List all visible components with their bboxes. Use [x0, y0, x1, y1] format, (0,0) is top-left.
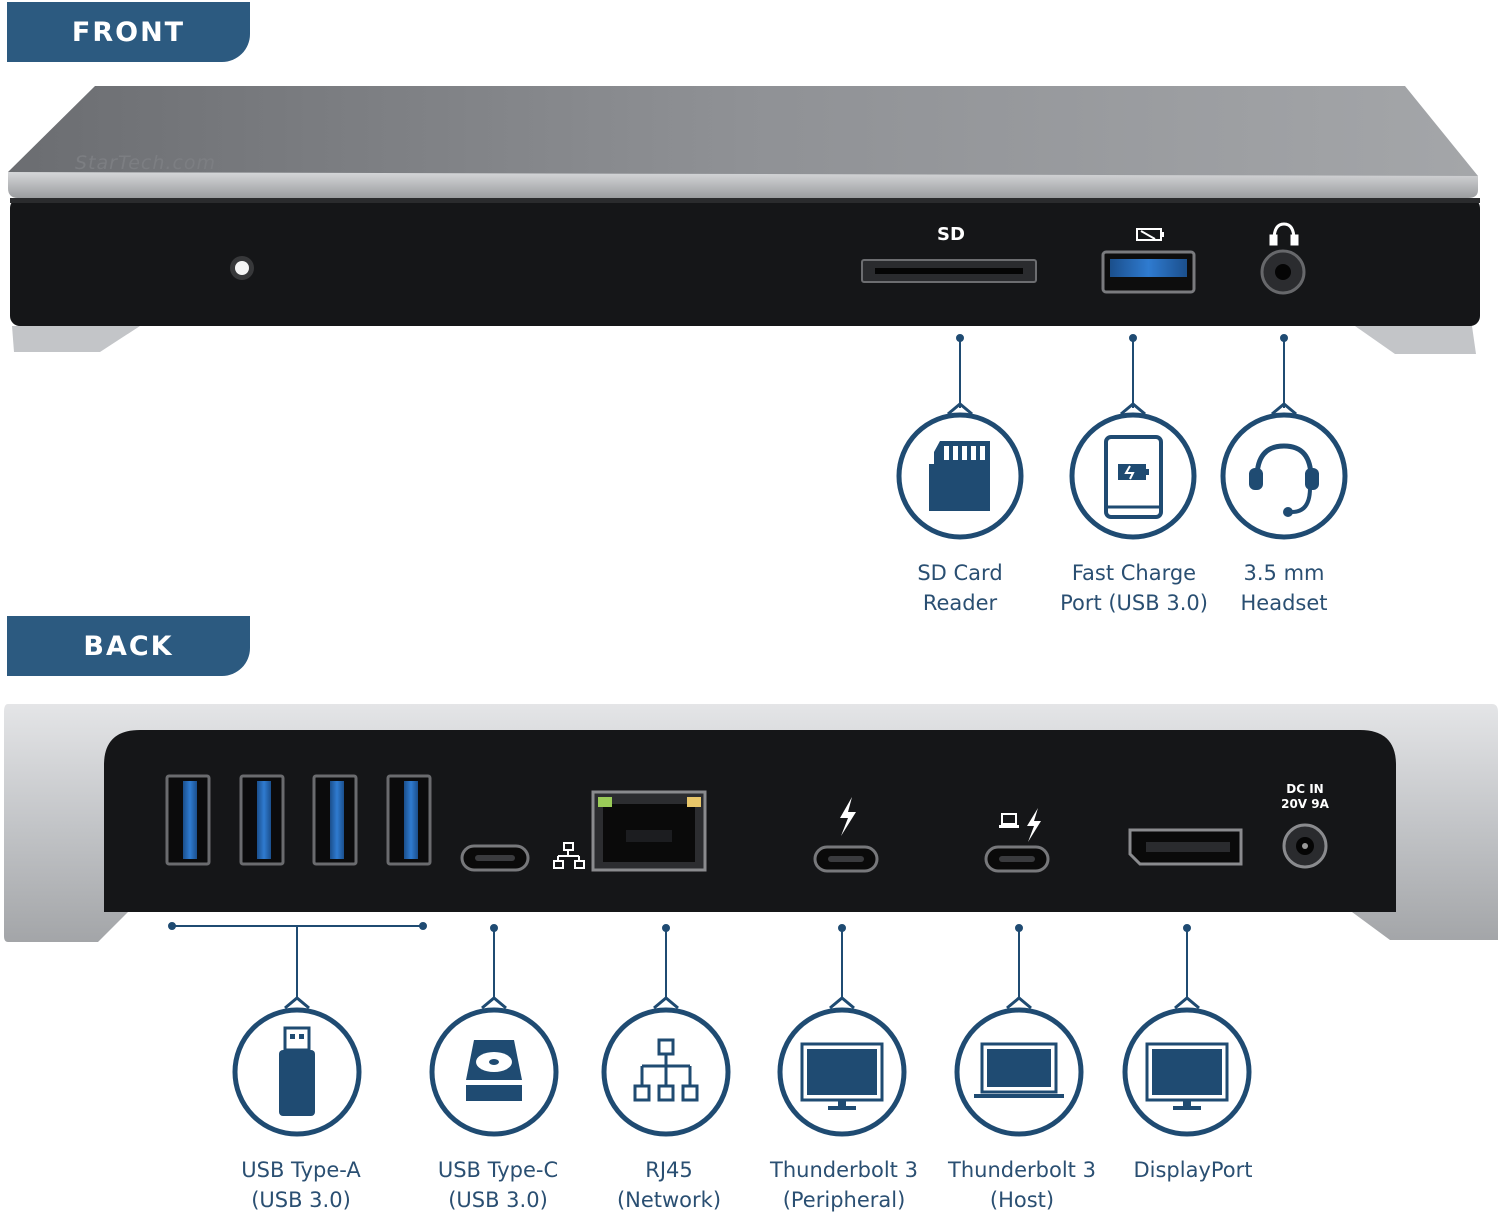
displayport-feature — [1122, 996, 1252, 1137]
monitor-icon — [800, 1042, 884, 1110]
caption-line2: Port (USB 3.0) — [1060, 591, 1208, 615]
front-foot-right — [1355, 326, 1476, 354]
usb-a-port — [239, 774, 285, 866]
back-section-label: BACK — [83, 630, 174, 662]
sd-card-feature — [896, 402, 1024, 540]
network-icon — [633, 1038, 699, 1102]
dc-in-line1: DC IN — [1286, 782, 1324, 796]
front-body — [10, 198, 1480, 326]
back-caption-usb-a: USB Type-A (USB 3.0) — [201, 1155, 401, 1215]
front-leader-lines — [956, 334, 1288, 408]
back-caption-thunderbolt-peripheral: Thunderbolt 3 (Peripheral) — [744, 1155, 944, 1215]
power-led — [235, 261, 249, 275]
caption-line2: Headset — [1240, 591, 1328, 615]
dc-in-line2: 20V 9A — [1281, 797, 1329, 811]
hard-drive-icon — [466, 1040, 522, 1101]
front-caption-sd-card: SD Card Reader — [860, 558, 1060, 618]
usb-c-port — [460, 844, 530, 872]
fast-charge-icon — [1104, 435, 1163, 519]
front-silver-edge — [8, 172, 1478, 198]
sd-card-icon — [929, 441, 990, 511]
caption-line1: DisplayPort — [1133, 1158, 1253, 1182]
front-section-tab: FRONT — [7, 2, 250, 62]
caption-line1: USB Type-C — [437, 1158, 559, 1182]
caption-line1: SD Card — [917, 561, 1003, 585]
usb-a-port — [386, 774, 432, 866]
headset-icon — [1249, 443, 1319, 517]
charge-symbol-icon — [1136, 228, 1164, 241]
caption-line2: (Host) — [989, 1188, 1055, 1212]
displayport-port — [1128, 828, 1243, 866]
thunderbolt-symbol-icon — [840, 797, 856, 836]
front-section-label: FRONT — [71, 16, 186, 48]
network-symbol-icon — [553, 842, 585, 869]
usb-a-port — [165, 774, 211, 866]
thunderbolt-host-port — [984, 845, 1050, 873]
back-dark-panel — [104, 730, 1396, 912]
usb-a-port — [312, 774, 358, 866]
monitor-icon — [1145, 1042, 1229, 1110]
back-leader-lines — [168, 922, 1191, 1000]
thunderbolt-peripheral-feature — [777, 996, 907, 1137]
caption-line1: RJ45 — [645, 1158, 693, 1182]
fast-charge-feature — [1069, 402, 1197, 540]
caption-line2: (Peripheral) — [782, 1188, 906, 1212]
front-foot-left — [12, 326, 140, 352]
back-device — [4, 704, 1498, 942]
caption-line1: Thunderbolt 3 — [948, 1158, 1096, 1182]
headphone-symbol-icon — [1269, 222, 1299, 246]
brand-logo: StarTech.com — [75, 152, 217, 174]
laptop-thunderbolt-symbol-icon — [999, 808, 1041, 842]
caption-line2: (Network) — [616, 1188, 722, 1212]
front-caption-fast-charge: Fast Charge Port (USB 3.0) — [1034, 558, 1234, 618]
back-caption-usb-c: USB Type-C (USB 3.0) — [398, 1155, 598, 1215]
caption-line2: (USB 3.0) — [251, 1188, 351, 1212]
caption-line2: Reader — [922, 591, 998, 615]
usb-a-feature — [232, 996, 362, 1137]
thunderbolt-host-feature — [954, 996, 1084, 1137]
caption-line1: USB Type-A — [241, 1158, 361, 1182]
headset-feature — [1220, 402, 1348, 540]
caption-line2: (USB 3.0) — [448, 1188, 548, 1212]
front-top-plate — [8, 86, 1478, 184]
caption-line1: 3.5 mm — [1243, 561, 1325, 585]
front-device — [8, 86, 1480, 354]
sd-port-label: SD — [937, 224, 965, 245]
dc-in-label: DC IN 20V 9A — [1280, 782, 1330, 812]
front-caption-headset: 3.5 mm Headset — [1184, 558, 1384, 618]
caption-line1: Fast Charge — [1071, 561, 1197, 585]
thunderbolt-peripheral-port — [813, 845, 879, 873]
back-caption-thunderbolt-host: Thunderbolt 3 (Host) — [922, 1155, 1122, 1215]
usb-drive-icon — [279, 1026, 315, 1116]
back-caption-rj45: RJ45 (Network) — [569, 1155, 769, 1215]
rj45-feature — [601, 996, 731, 1137]
usb-a-ports — [165, 774, 432, 866]
caption-line1: Thunderbolt 3 — [770, 1158, 918, 1182]
usb-c-feature — [429, 996, 559, 1137]
rj45-port — [591, 790, 707, 872]
laptop-icon — [974, 1042, 1064, 1098]
dc-in-port — [1282, 823, 1328, 869]
back-section-tab: BACK — [7, 616, 250, 676]
back-caption-displayport: DisplayPort — [1093, 1155, 1293, 1185]
